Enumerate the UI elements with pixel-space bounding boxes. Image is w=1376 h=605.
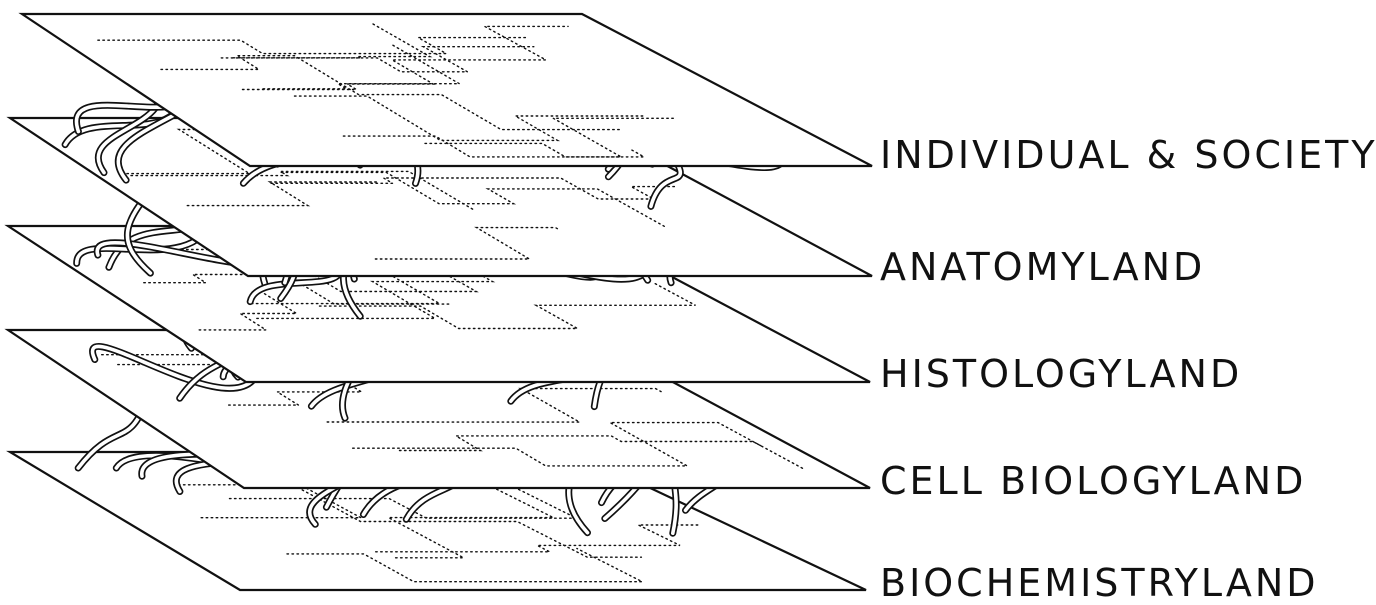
- layer-label-biochemistryland: BIOCHEMISTRYLAND: [880, 564, 1319, 602]
- layer-label-cell-biologyland: CELL BIOLOGYLAND: [880, 462, 1306, 500]
- layer-label-histologyland: HISTOLOGYLAND: [880, 355, 1242, 393]
- layer-label-individual-society: INDIVIDUAL & SOCIETY: [880, 136, 1376, 174]
- layer-label-anatomyland: ANATOMYLAND: [880, 248, 1205, 286]
